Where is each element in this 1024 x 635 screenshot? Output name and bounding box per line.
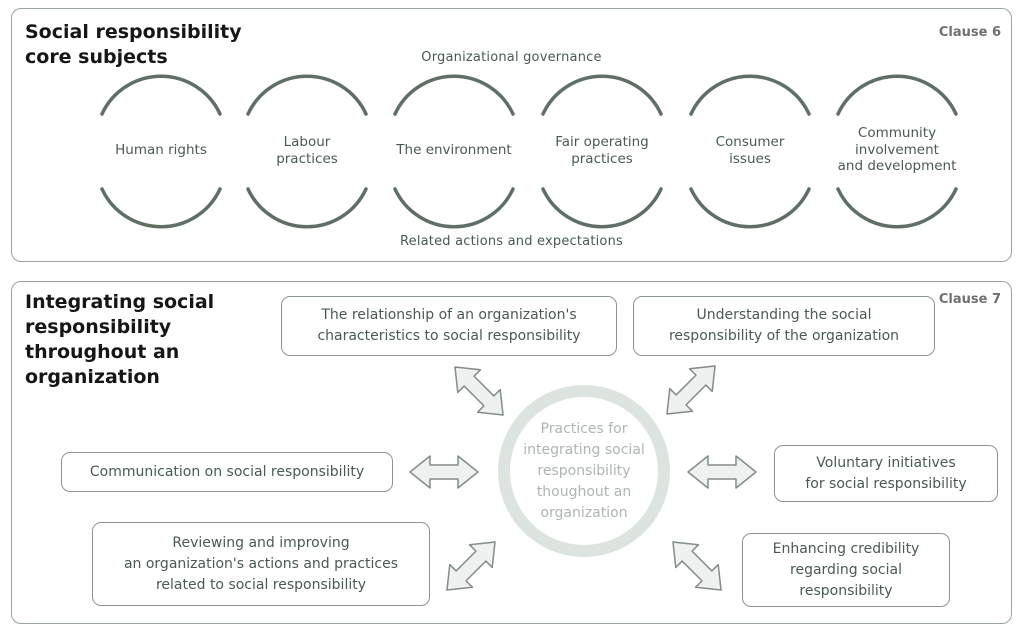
subject-fair-operating-practices: Fair operating practices (555, 134, 649, 167)
subject-community-involvement: Community involvement and development (837, 125, 957, 174)
integration-panel: Integrating social responsibility throug… (11, 281, 1012, 624)
box-enhancing-credibility: Enhancing credibility regarding social r… (742, 533, 950, 607)
practices-hub-circle: Practices for integrating social respons… (498, 385, 670, 557)
arc-top-human-rights (100, 74, 222, 116)
arrow-top-right-double-arrow-icon (654, 353, 728, 427)
arc-top-community (836, 74, 958, 116)
subject-environment: The environment (396, 142, 512, 158)
clause-6-label: Clause 6 (938, 25, 1001, 40)
arc-top-fair-operating (541, 74, 663, 116)
arc-top-consumer (689, 74, 811, 116)
subject-consumer-issues: Consumer issues (715, 134, 785, 167)
arrow-right-double-arrow-icon (687, 455, 757, 489)
arc-top-environment (393, 74, 515, 116)
arc-bottom-community (836, 187, 958, 229)
arc-bottom-fair-operating (541, 187, 663, 229)
clause-7-label: Clause 7 (938, 292, 1001, 307)
core-subjects-title: Social responsibility core subjects (25, 21, 242, 68)
box-voluntary-initiatives: Voluntary initiatives for social respons… (774, 445, 998, 502)
arrow-bottom-left-double-arrow-icon (434, 529, 508, 603)
arrow-left-double-arrow-icon (409, 455, 479, 489)
related-actions-label: Related actions and expectations (399, 234, 623, 249)
integration-title: Integrating social responsibility throug… (25, 291, 215, 388)
core-subject-arcs (100, 74, 958, 229)
core-subjects-panel: Social responsibility core subjects Clau… (11, 8, 1012, 262)
arc-top-labour (246, 74, 368, 116)
arc-bottom-human-rights (100, 187, 222, 229)
arrow-top-left-double-arrow-icon (442, 354, 516, 428)
subject-labour-practices: Labour practices (276, 134, 338, 167)
organizational-governance-label: Organizational governance (421, 50, 602, 65)
box-reviewing-improving: Reviewing and improving an organization'… (92, 522, 430, 606)
subject-human-rights: Human rights (115, 142, 207, 158)
arc-bottom-consumer (689, 187, 811, 229)
arc-bottom-environment (393, 187, 515, 229)
box-relationship-characteristics: The relationship of an organization's ch… (281, 296, 617, 356)
arc-bottom-labour (246, 187, 368, 229)
box-understanding-social-responsibility: Understanding the social responsibility … (633, 296, 935, 356)
box-communication: Communication on social responsibility (61, 452, 393, 492)
arrow-bottom-right-double-arrow-icon (660, 529, 734, 603)
